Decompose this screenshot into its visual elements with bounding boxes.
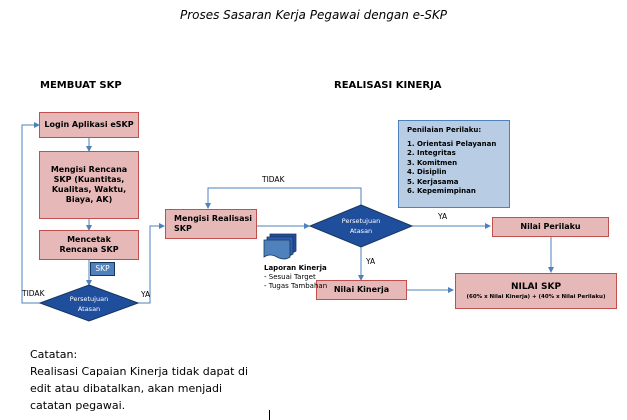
nilai-skp-title: NILAI SKP bbox=[510, 281, 562, 292]
catatan-note: Catatan: Realisasi Capaian Kinerja tidak… bbox=[30, 346, 248, 414]
arrow-tidak-loop-left bbox=[21, 122, 40, 304]
section-heading-membuat-skp: MEMBUAT SKP bbox=[40, 80, 122, 91]
decision-right-line2: Atasan bbox=[350, 227, 372, 235]
box-nilai-kinerja: Nilai Kinerja bbox=[316, 280, 407, 300]
catatan-line: catatan pegawai. bbox=[30, 399, 126, 412]
box-nilai-skp: NILAI SKP (60% x Nilai Kinerja) + (40% x… bbox=[455, 273, 617, 309]
box-nilai-perilaku: Nilai Perilaku bbox=[492, 217, 609, 237]
diagram-title: Proses Sasaran Kerja Pegawai dengan e-SK… bbox=[179, 8, 448, 22]
box-mengisi-rencana-skp: Mengisi Rencana SKP (Kuantitas, Kualitas… bbox=[39, 151, 139, 219]
catatan-line: edit atau dibatalkan, akan menjadi bbox=[30, 382, 223, 395]
box-mencetak-rencana-skp: Mencetak Rencana SKP bbox=[39, 230, 139, 260]
box-mengisi-realisasi-skp: Mengisi Realisasi SKP bbox=[165, 209, 257, 239]
text-cursor bbox=[269, 410, 270, 420]
box-login-aplikasi: Login Aplikasi eSKP bbox=[39, 112, 139, 138]
laporan-kinerja-caption: Laporan Kinerja - Sesuai Target - Tugas … bbox=[264, 264, 327, 291]
penilaian-item: 6. Kepemimpinan bbox=[407, 187, 476, 195]
label-tidak-top: TIDAK bbox=[261, 175, 286, 184]
penilaian-item: 5. Kerjasama bbox=[407, 177, 459, 186]
skp-document-icon: SKP bbox=[90, 262, 115, 276]
penilaian-item: 4. Disiplin bbox=[407, 168, 447, 176]
decision-left-line2: Atasan bbox=[78, 305, 100, 313]
nilai-skp-formula: (60% x Nilai Kinerja) + (40% x Nilai Per… bbox=[466, 293, 606, 300]
arrow-ya-to-realisasi bbox=[138, 223, 165, 304]
laporan-title: Laporan Kinerja bbox=[264, 264, 327, 272]
decision-left-line1: Persetujuan bbox=[70, 295, 108, 303]
penilaian-item: 3. Komitmen bbox=[407, 158, 458, 167]
label-ya-right: YA bbox=[437, 212, 448, 221]
label-ya-left: YA bbox=[140, 290, 151, 299]
label-tidak-left: TIDAK bbox=[21, 289, 46, 298]
penilaian-item: 1. Orientasi Pelayanan bbox=[407, 139, 497, 148]
catatan-heading: Catatan: bbox=[30, 348, 78, 361]
laporan-document-icon bbox=[263, 233, 297, 260]
section-heading-realisasi-kinerja: REALISASI KINERJA bbox=[334, 80, 442, 91]
laporan-item: - Sesuai Target bbox=[264, 273, 316, 281]
penilaian-perilaku-box: Penilaian Perilaku: 1. Orientasi Pelayan… bbox=[398, 120, 510, 208]
arrow-tidak-loop-top bbox=[205, 187, 362, 209]
decision-right-line1: Persetujuan bbox=[342, 217, 380, 225]
catatan-line: Realisasi Capaian Kinerja tidak dapat di bbox=[30, 365, 249, 378]
penilaian-item: 2. Integritas bbox=[407, 149, 456, 157]
decision-right-diamond bbox=[308, 204, 414, 248]
penilaian-title: Penilaian Perilaku: bbox=[407, 126, 482, 134]
laporan-item: - Tugas Tambahan bbox=[264, 282, 328, 290]
label-ya-down: YA bbox=[365, 257, 376, 266]
decision-left-diamond bbox=[38, 284, 140, 322]
